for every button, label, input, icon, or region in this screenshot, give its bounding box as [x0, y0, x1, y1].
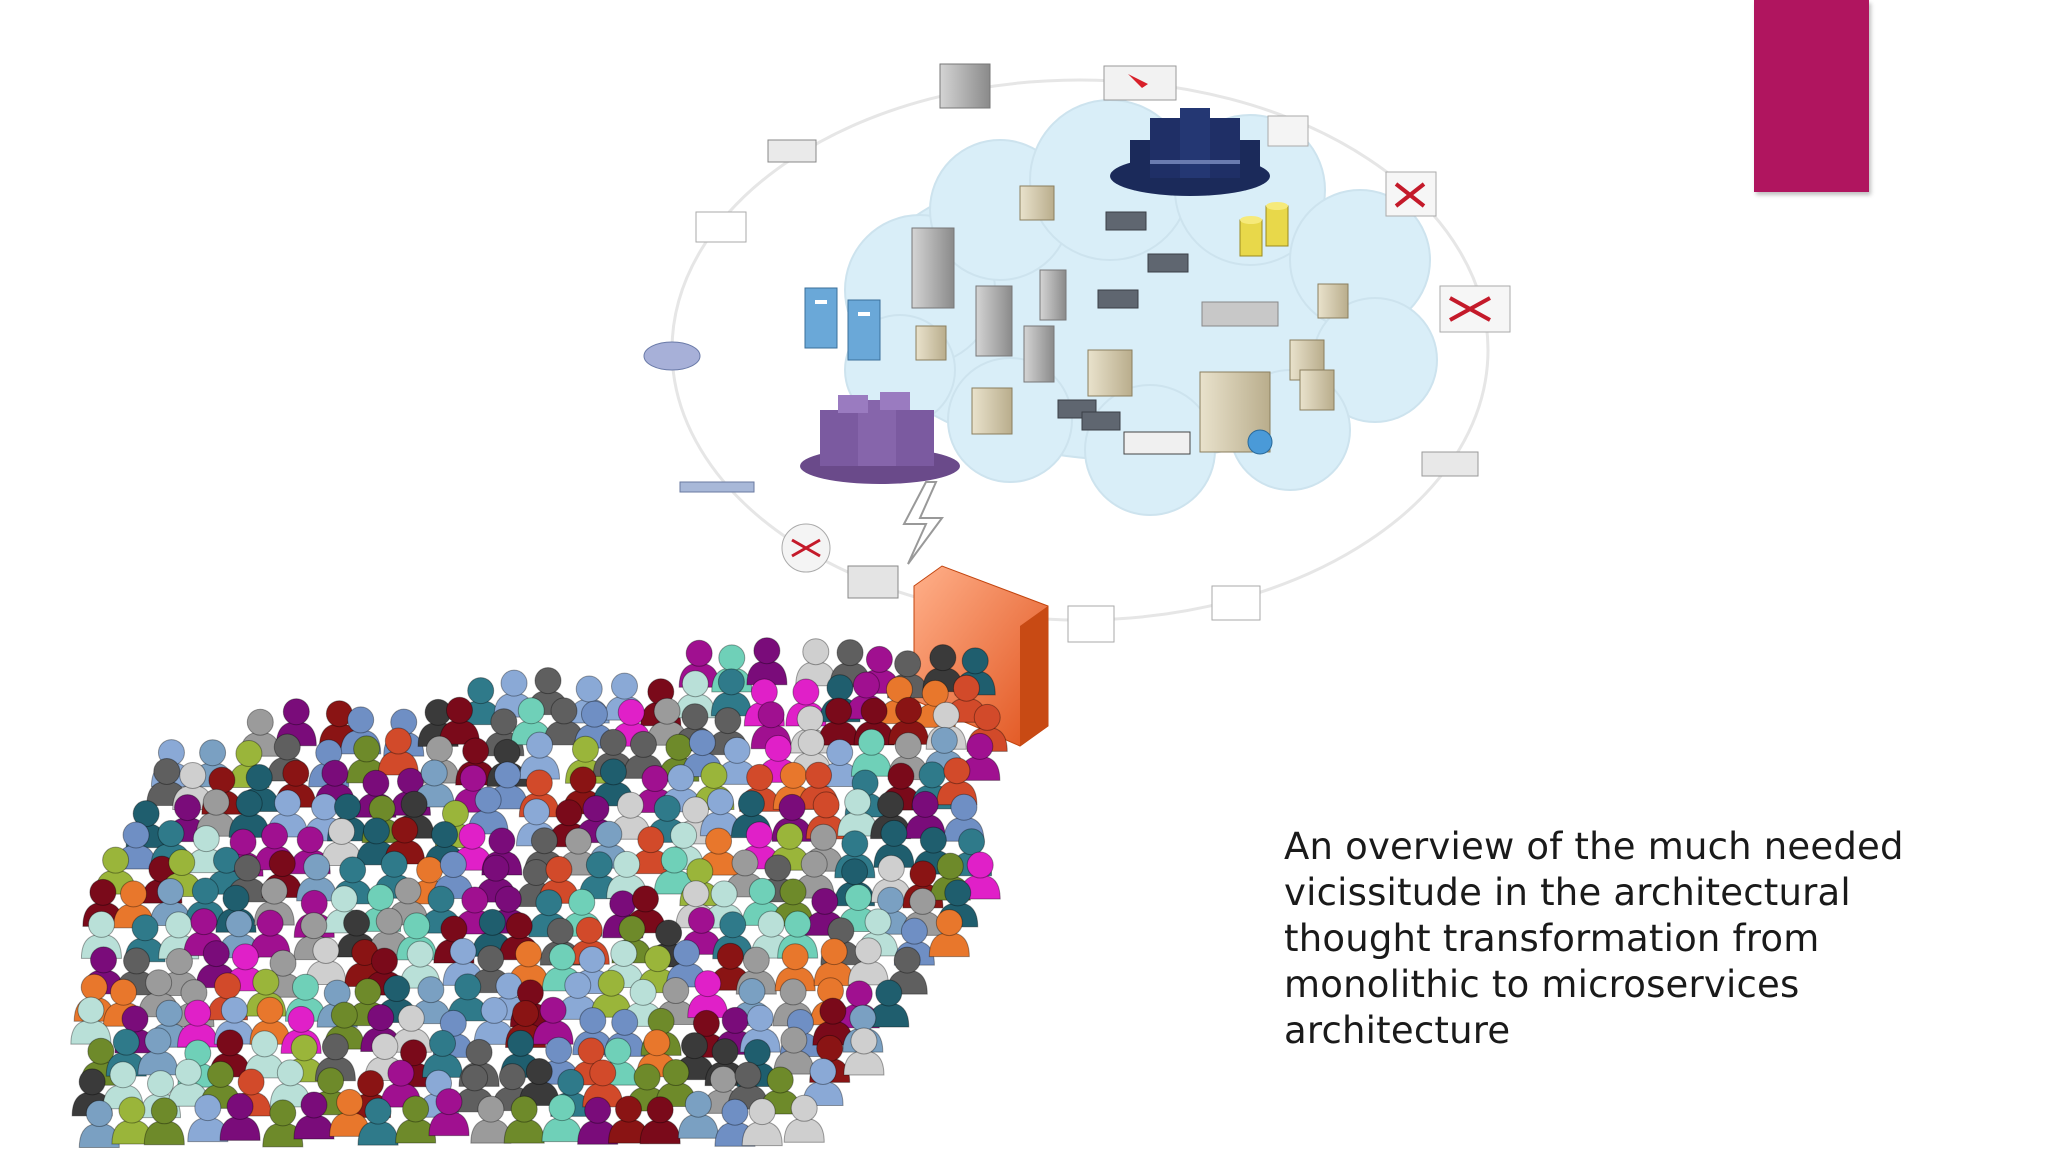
person-icon [70, 996, 112, 1045]
person-icon [143, 1097, 185, 1146]
slide-caption: An overview of the much needed vicissitu… [1284, 825, 1904, 1052]
person-icon [470, 1095, 512, 1144]
person-icon [850, 728, 892, 777]
person-icon [653, 846, 695, 895]
ring-device-icons [643, 63, 1511, 643]
person-icon [741, 1098, 783, 1147]
person-icon [673, 1032, 715, 1081]
person-icon [187, 1094, 229, 1143]
person-icon [137, 1027, 179, 1076]
server-stack-navy-icon [1110, 108, 1270, 196]
lightning-bolt-icon [902, 481, 944, 565]
person-icon [699, 788, 741, 837]
person-icon [837, 788, 879, 837]
person-icon [746, 637, 788, 686]
person-icon [503, 1095, 545, 1144]
person-icon [177, 999, 219, 1048]
person-icon [813, 938, 855, 987]
globe-server-icon [915, 185, 1349, 455]
person-icon [219, 1092, 261, 1141]
person-icon [305, 936, 347, 985]
person-icon [928, 909, 970, 958]
person-icon [608, 1095, 650, 1144]
person-icon [936, 757, 978, 806]
person-icon [687, 970, 729, 1019]
person-icon [843, 1027, 885, 1076]
person-icon [329, 1088, 371, 1137]
rack-server-icon [804, 287, 881, 361]
person-icon [226, 854, 268, 903]
person-icon [783, 1094, 825, 1143]
person-icon [603, 939, 645, 988]
person-icon [818, 697, 860, 746]
person-icon [384, 816, 426, 865]
network-device-icon [1057, 211, 1279, 455]
person-icon [847, 937, 889, 986]
person-icon [78, 1100, 120, 1149]
person-icon [795, 638, 837, 687]
person-icon [677, 1090, 719, 1139]
person-icon [438, 696, 480, 745]
user-crowd [70, 637, 1008, 1149]
person-icon [293, 1091, 335, 1140]
person-icon [111, 1096, 153, 1145]
person-icon [519, 731, 561, 780]
person-icon [422, 1029, 464, 1078]
person-icon [868, 979, 910, 1028]
server-stack-purple-icon [800, 392, 960, 484]
person-icon [262, 1099, 304, 1148]
person-icon [395, 1095, 437, 1144]
person-icon [467, 786, 509, 835]
database-cylinder-icon [1239, 202, 1289, 257]
person-icon [357, 1097, 399, 1146]
person-icon [244, 1030, 286, 1079]
person-icon [943, 793, 985, 842]
person-icon [428, 1088, 470, 1137]
accent-bar [1754, 0, 1869, 192]
person-icon [577, 1096, 619, 1145]
server-tower-icon [911, 227, 1067, 383]
